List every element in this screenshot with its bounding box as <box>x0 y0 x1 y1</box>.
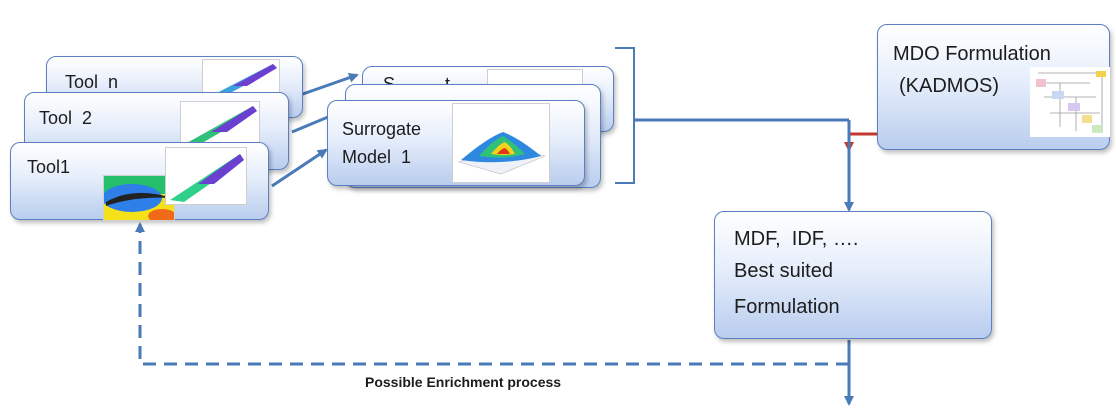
surrogate-bracket <box>615 47 635 184</box>
arrow-tool1-surrogate <box>271 148 328 188</box>
tool-2-label: Tool 2 <box>39 108 93 128</box>
formulation-line-3: Formulation <box>734 296 840 318</box>
wing-surface-icon <box>180 101 260 149</box>
surrogate-model-1-box: Surrogate Model 1 <box>327 100 585 186</box>
wing-surface-icon <box>165 147 247 205</box>
kadmos-graph-icon <box>1030 67 1110 137</box>
formulation-line-2: Best suited <box>734 260 833 282</box>
formulation-box: MDF, IDF, …. Best suited Formulation <box>714 211 992 339</box>
mdo-formulation-box: MDO Formulation (KADMOS) <box>877 24 1110 150</box>
enrichment-caption: Possible Enrichment process <box>365 374 562 390</box>
mdo-to-junction-arrow <box>844 132 877 152</box>
mdo-formulation-title: MDO Formulation <box>893 43 1051 65</box>
mdo-formulation-subtitle: (KADMOS) <box>899 75 999 97</box>
tool-1-label: Tool1 <box>27 157 71 177</box>
airfoil-contour-icon <box>103 175 175 221</box>
formulation-line-1: MDF, IDF, …. <box>734 228 859 250</box>
surrogate-model-1-label: Surrogate Model 1 <box>342 119 422 167</box>
surrogate-surface-plot-icon <box>452 103 550 183</box>
tool-n-label: Tool n <box>65 72 119 92</box>
arrow-tooln-surrogate <box>299 72 359 97</box>
enrichment-loop <box>135 222 849 366</box>
tool-1-box: Tool1 <box>10 142 269 221</box>
